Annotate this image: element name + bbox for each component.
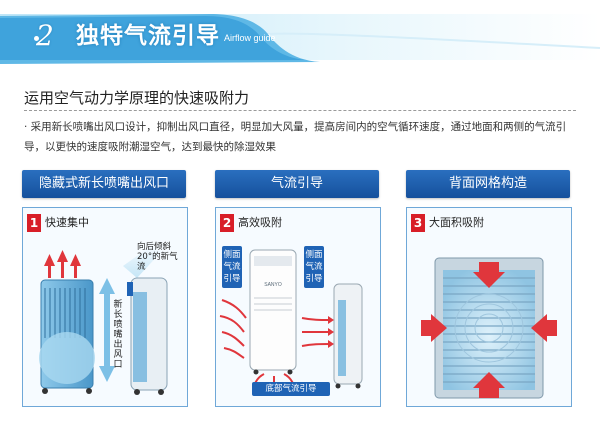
section-title: 独特气流引导 [76,23,220,49]
side-airflow-tag-right: 侧面气流引导 [304,246,324,288]
step-badge-2: 2 [220,214,234,232]
feature-heading: 运用空气动力学原理的快速吸附力 [24,89,250,107]
panel-title-nozzle: 隐藏式新长喷嘴出风口 [22,170,186,198]
section-banner: 2 独特气流引导 Airflow guide [0,8,600,68]
side-airflow-tag-left: 侧面气流引导 [222,246,242,288]
divider [24,110,576,111]
panel-label-efficient: 高效吸附 [238,216,282,229]
section-number: 2 [36,19,54,52]
panel-nozzle: 1 快速集中 向后倾斜20°的新气流 新长喷嘴出风口 [22,207,188,407]
step-badge-1: 1 [27,214,41,232]
panel-airflow: SANYO 2 高效吸附 侧面气流引导 [215,207,381,407]
tilt-note: 向后倾斜20°的新气流 [137,242,178,272]
svg-text:SANYO: SANYO [264,282,282,288]
step-badge-3: 3 [411,214,425,232]
grid-illustration [421,257,557,399]
section-subtitle: Airflow guide [224,33,276,43]
feature-description: · 采用新长喷嘴出风口设计，抑制出风口直径，明显加大风量，提高房间内的空气循环速… [24,121,567,153]
panel-label-fast-focus: 快速集中 [45,216,89,229]
airflow-illustration: SANYO [219,249,363,389]
panel-title-airflow: 气流引导 [215,170,379,198]
panel-grid: 3 大面积吸附 [406,207,572,407]
nozzle-illustration [39,246,168,395]
bottom-airflow-tag: 底部气流引导 [252,382,330,396]
banner-bullet [34,36,39,41]
panel-title-grid: 背面网格构造 [406,170,570,198]
banner-swoosh [0,14,600,64]
panel-label-large-area: 大面积吸附 [429,216,484,229]
nozzle-vertical-note: 新长喷嘴出风口 [113,300,123,370]
